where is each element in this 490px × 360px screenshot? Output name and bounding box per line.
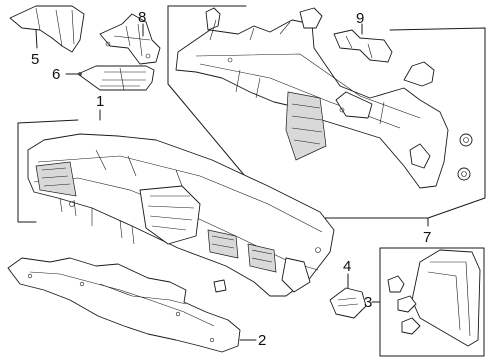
part-3-side-cover	[387, 249, 481, 347]
group-box-7	[167, 5, 486, 227]
part-6-vent	[65, 65, 155, 91]
part-8-bracket	[99, 13, 161, 65]
callout-8: 8	[138, 9, 146, 26]
group-box-3	[371, 247, 485, 357]
part-7-crossbeam	[175, 7, 473, 189]
part-9-bracket	[333, 23, 393, 63]
callout-9: 9	[356, 10, 364, 27]
callout-5: 5	[31, 51, 39, 68]
part-1-instrument-panel	[27, 133, 335, 297]
callout-4: 4	[343, 258, 351, 275]
callout-7: 7	[423, 229, 431, 246]
callout-3: 3	[364, 294, 372, 311]
callout-6: 6	[52, 66, 60, 83]
callout-2: 2	[258, 332, 266, 349]
part-5-cover	[9, 5, 85, 53]
part-4-grommet	[329, 273, 367, 319]
callout-1: 1	[96, 93, 104, 110]
part-2-insulator	[7, 257, 257, 353]
group-box-1	[17, 109, 101, 223]
